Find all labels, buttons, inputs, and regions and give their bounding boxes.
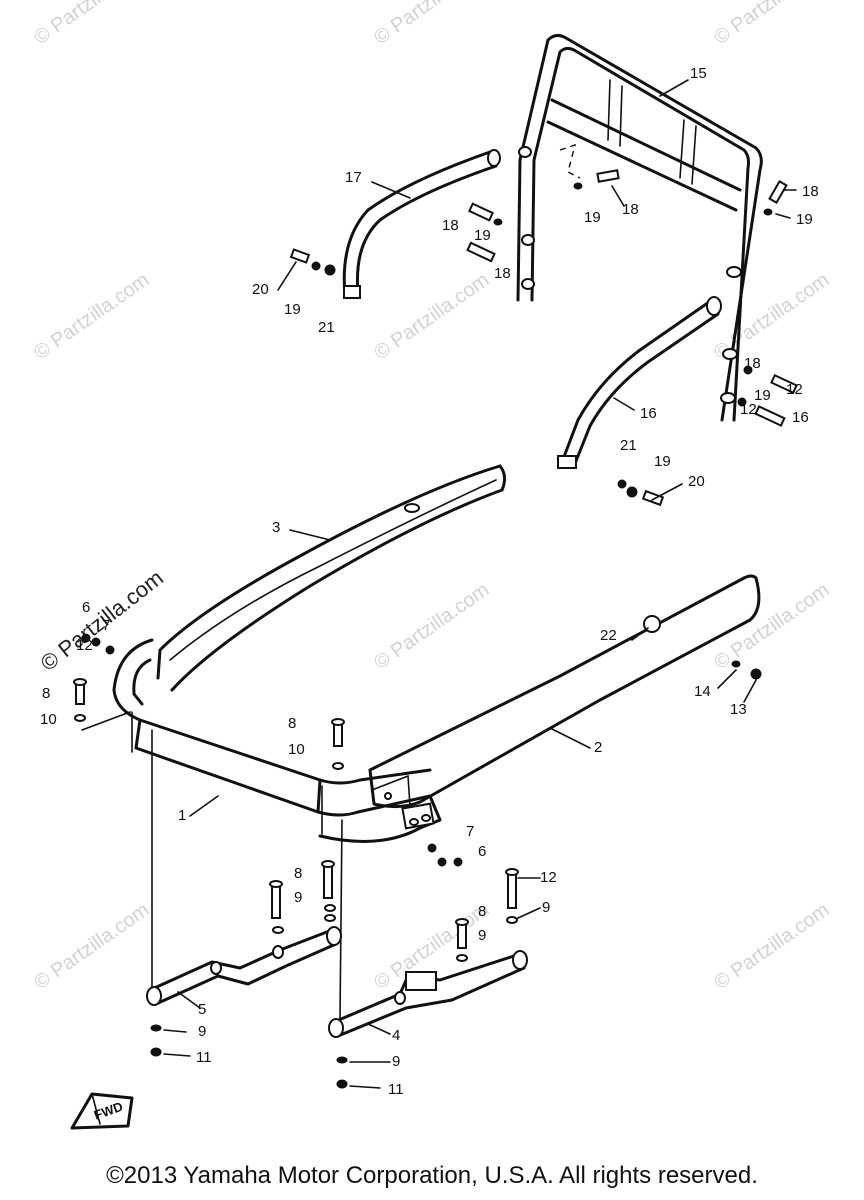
callout-17: 17 [345, 169, 362, 186]
watermark: © Partzilla.com [710, 579, 833, 674]
callout-10: 10 [40, 711, 57, 728]
callout-19: 19 [754, 387, 771, 404]
hardware [73, 169, 798, 1089]
callout-16: 16 [792, 409, 809, 426]
callout-5: 5 [198, 1001, 206, 1018]
callout-12: 12 [540, 869, 557, 886]
callout-15: 15 [690, 65, 707, 82]
callout-10: 10 [288, 741, 305, 758]
callout-19: 19 [284, 301, 301, 318]
callout-7: 7 [102, 617, 110, 634]
callout-9: 9 [478, 927, 486, 944]
callout-3: 3 [272, 519, 280, 536]
callout-1: 1 [178, 807, 186, 824]
callout-9: 9 [294, 889, 302, 906]
callout-16: 16 [640, 405, 657, 422]
callout-18: 18 [494, 265, 511, 282]
callout-19: 19 [474, 227, 491, 244]
callout-9: 9 [198, 1023, 206, 1040]
part-16-side-bar-right [557, 296, 722, 469]
callouts: 15 17 18 19 18 19 18 19 18 20 19 21 18 1… [40, 65, 819, 1098]
watermark: © Partzilla.com [710, 0, 833, 49]
callout-8: 8 [478, 903, 486, 920]
callout-12: 12 [786, 381, 803, 398]
watermark: © Partzilla.com [370, 579, 493, 674]
watermark: © Partzilla.com [710, 899, 833, 994]
callout-4: 4 [392, 1027, 400, 1044]
callout-8: 8 [42, 685, 50, 702]
callout-6: 6 [478, 843, 486, 860]
watermark: © Partzilla.com [30, 899, 153, 994]
fwd-label: FWD [92, 1099, 125, 1123]
callout-22: 22 [600, 627, 617, 644]
part-4-bracket-right [328, 950, 528, 1038]
callout-19: 19 [584, 209, 601, 226]
callout-18: 18 [802, 183, 819, 200]
callout-13: 13 [730, 701, 747, 718]
part-1-front-bumper [112, 638, 442, 843]
callout-18: 18 [744, 355, 761, 372]
part-3-side-rail [156, 464, 507, 692]
part-15-backrest-frame [516, 33, 763, 422]
watermark: © Partzilla.com [30, 269, 153, 364]
part-5-bracket-left [146, 926, 342, 1006]
part-17-side-bar-left [342, 149, 501, 299]
watermark: © Partzilla.com [370, 269, 493, 364]
callout-12: 12 [740, 401, 757, 418]
alignment-line [339, 819, 343, 1019]
watermark: © Partzilla.com [30, 0, 153, 49]
callout-12: 12 [76, 637, 93, 654]
fwd-direction-marker: FWD [70, 1092, 134, 1130]
callout-14: 14 [694, 683, 711, 700]
callout-18: 18 [442, 217, 459, 234]
copyright-notice: ©2013 Yamaha Motor Corporation, U.S.A. A… [106, 1162, 758, 1189]
callout-9: 9 [392, 1053, 400, 1070]
callout-6: 6 [82, 599, 90, 616]
callout-7: 7 [466, 823, 474, 840]
callout-19: 19 [654, 453, 671, 470]
callout-8: 8 [294, 865, 302, 882]
callout-21: 21 [620, 437, 637, 454]
callout-20: 20 [252, 281, 269, 298]
watermark: © Partzilla.com [370, 0, 493, 49]
callout-11: 11 [196, 1049, 212, 1066]
callout-11: 11 [388, 1081, 404, 1098]
callout-19: 19 [796, 211, 813, 228]
callout-18: 18 [622, 201, 639, 218]
callout-8: 8 [288, 715, 296, 732]
callout-21: 21 [318, 319, 335, 336]
callout-2: 2 [594, 739, 602, 756]
callout-9: 9 [542, 899, 550, 916]
callout-20: 20 [688, 473, 705, 490]
alignment-line [81, 711, 131, 731]
part-2-side-bumper [368, 574, 761, 809]
leader-lines [163, 79, 797, 1089]
